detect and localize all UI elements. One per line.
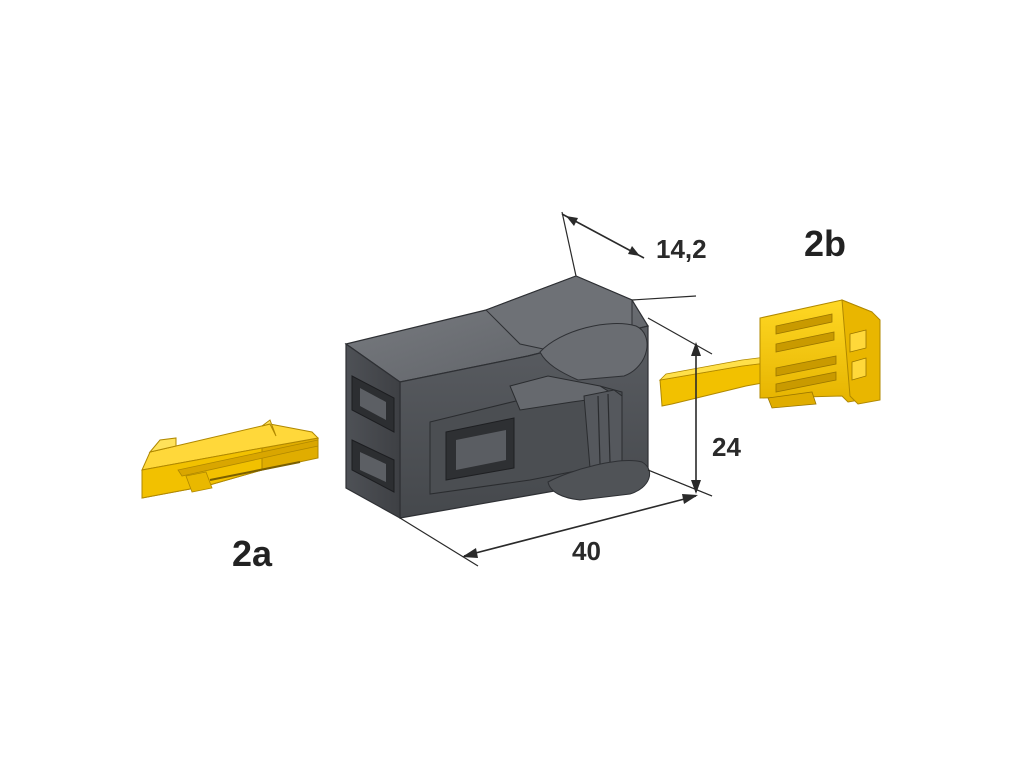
clip-2a bbox=[141, 419, 320, 499]
dim-24-ext-top bbox=[647, 317, 713, 355]
housing-cavities bbox=[351, 375, 395, 493]
dim-14-2-label: 14,2 bbox=[656, 234, 707, 264]
dim-40-arrow-left bbox=[462, 548, 478, 558]
dimension-24: 24 bbox=[647, 317, 741, 497]
label-2a: 2a bbox=[232, 533, 273, 574]
connector-housing bbox=[344, 275, 651, 520]
clip-2b-foot bbox=[767, 391, 817, 409]
clip-2a-tab-right bbox=[261, 419, 277, 437]
clip-2b-tab-2 bbox=[851, 357, 867, 381]
dim-24-arrow-bottom bbox=[691, 480, 701, 494]
dim-24-arrow-top bbox=[691, 342, 701, 356]
clip-2a-notch bbox=[185, 471, 213, 493]
clip-2b-slot-1 bbox=[775, 313, 833, 335]
clip-2a-tab-left bbox=[148, 437, 177, 453]
clip-2b-tab-1 bbox=[849, 329, 867, 353]
clip-2b-slot-4 bbox=[775, 371, 837, 393]
label-2b: 2b bbox=[804, 223, 846, 264]
housing-bottom-lobe bbox=[547, 460, 651, 501]
clip-2b bbox=[658, 299, 881, 409]
clip-2b-slot-2 bbox=[775, 331, 835, 353]
dim-40-ext-left bbox=[399, 517, 479, 567]
housing-latch bbox=[429, 375, 623, 495]
latch-line-1 bbox=[597, 395, 601, 465]
dim-14-2-ext-right bbox=[631, 295, 697, 301]
dim-14-2-arrow-right bbox=[628, 246, 640, 256]
latch-window-inner bbox=[456, 430, 506, 470]
housing-top-lobe bbox=[539, 323, 648, 381]
dim-40-label: 40 bbox=[572, 536, 601, 566]
cavity-upper-inner bbox=[360, 388, 386, 420]
clip-2b-backplate bbox=[841, 299, 881, 405]
latch-button bbox=[583, 389, 623, 469]
clip-2a-ridge bbox=[177, 439, 319, 477]
cavity-lower-inner bbox=[360, 452, 386, 482]
dim-24-label: 24 bbox=[712, 432, 741, 462]
dim-40-ext-right bbox=[647, 469, 713, 497]
dim-14-2-ext-left bbox=[561, 211, 577, 277]
clip-2b-slot-3 bbox=[775, 355, 837, 377]
dimension-40: 40 bbox=[399, 469, 713, 567]
latch-line-2 bbox=[607, 393, 611, 463]
clip-2a-groove bbox=[209, 461, 301, 481]
dim-40-arrow-right bbox=[682, 494, 698, 504]
dim-14-2-arrow-left bbox=[566, 216, 578, 226]
dimension-14-2: 14,2 bbox=[561, 211, 707, 301]
dim-40-line bbox=[463, 495, 697, 557]
